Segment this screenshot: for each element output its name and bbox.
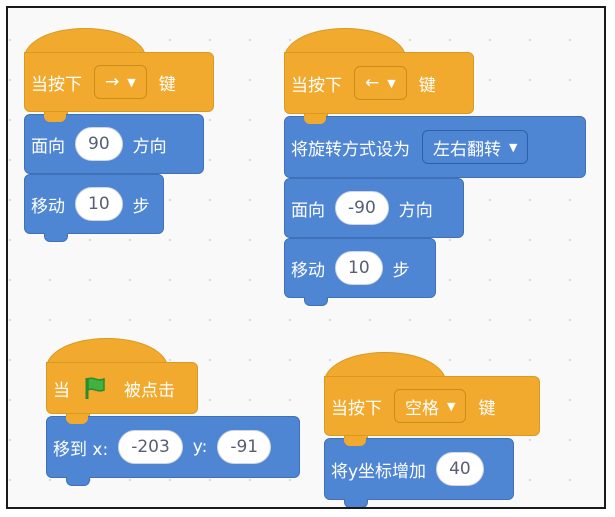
hat-suffix: 被点击 (124, 380, 175, 401)
hat-suffix: 键 (158, 74, 176, 95)
hat-suffix: 键 (418, 75, 436, 96)
direction-input[interactable]: -90 (335, 191, 389, 225)
hat-prefix: 当按下 (291, 75, 342, 96)
steps-input[interactable]: 10 (335, 251, 383, 285)
when-key-pressed-block[interactable]: 当按下 空格▼ 键 (324, 376, 540, 436)
point-in-direction-block[interactable]: 面向 90 方向 (24, 114, 204, 174)
change-y-input[interactable]: 40 (436, 452, 484, 486)
direction-input[interactable]: 90 (75, 127, 123, 161)
set-rotation-style-block[interactable]: 将旋转方式设为 左右翻转▼ (284, 116, 586, 178)
caret-down-icon: ▼ (387, 76, 396, 90)
change-y-block[interactable]: 将y坐标增加 40 (324, 438, 514, 500)
when-flag-clicked-block[interactable]: 当 被点击 (46, 362, 198, 414)
move-suffix: 步 (132, 196, 150, 217)
goto-prefix: 移到 x: (53, 439, 109, 460)
goto-y-label: y: (192, 437, 208, 457)
steps-input[interactable]: 10 (75, 187, 123, 221)
caret-down-icon: ▼ (447, 399, 456, 413)
y-input[interactable]: -91 (217, 430, 272, 464)
face-suffix: 方向 (132, 136, 167, 157)
hat-prefix: 当按下 (331, 398, 382, 419)
when-key-pressed-block[interactable]: 当按下 ←▼ 键 (284, 52, 474, 114)
hat-prefix: 当 (53, 380, 70, 401)
code-area[interactable]: 当按下 →▼ 键 面向 90 方向 移动 10 步 当按下 ←▼ 键 将旋转方式… (6, 6, 606, 509)
key-dropdown[interactable]: →▼ (94, 65, 147, 99)
move-prefix: 移动 (31, 196, 65, 217)
face-prefix: 面向 (291, 200, 325, 221)
changey-label: 将y坐标增加 (331, 461, 427, 482)
point-in-direction-block[interactable]: 面向 -90 方向 (284, 178, 464, 238)
rotation-label: 将旋转方式设为 (291, 139, 410, 160)
face-prefix: 面向 (31, 136, 65, 157)
go-to-xy-block[interactable]: 移到 x: -203 y: -91 (46, 416, 300, 478)
x-input[interactable]: -203 (118, 430, 183, 464)
rotation-style-dropdown[interactable]: 左右翻转▼ (422, 130, 529, 164)
move-steps-block[interactable]: 移动 10 步 (24, 174, 164, 234)
face-suffix: 方向 (398, 200, 433, 221)
move-steps-block[interactable]: 移动 10 步 (284, 238, 436, 298)
key-dropdown[interactable]: 空格▼ (394, 389, 467, 423)
move-prefix: 移动 (291, 260, 325, 281)
hat-prefix: 当按下 (31, 74, 82, 95)
hat-suffix: 键 (478, 398, 496, 419)
key-dropdown[interactable]: ←▼ (354, 66, 407, 100)
when-key-pressed-block[interactable]: 当按下 →▼ 键 (24, 52, 214, 112)
green-flag-icon (84, 376, 110, 400)
caret-down-icon: ▼ (509, 140, 518, 154)
caret-down-icon: ▼ (127, 75, 136, 89)
move-suffix: 步 (392, 260, 410, 281)
